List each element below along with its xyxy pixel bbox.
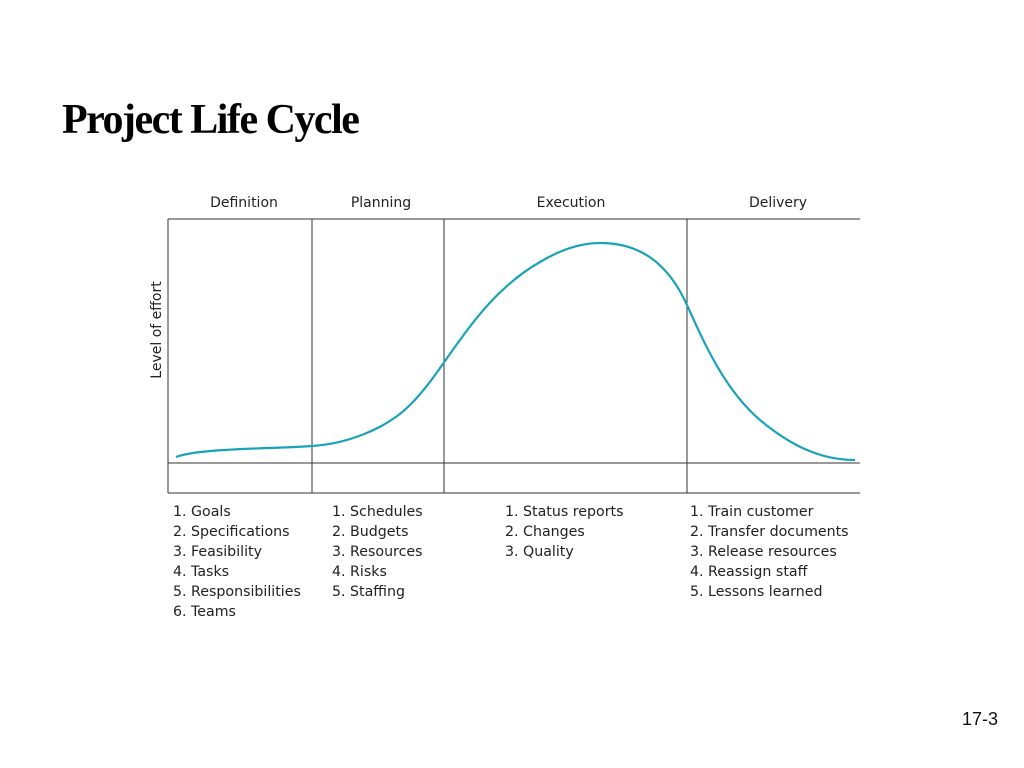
phase-header-delivery: Delivery [749,195,807,211]
task-list-planning: 1. Schedules 2. Budgets 3. Resources 4. … [332,504,423,600]
task-item: 5. Responsibilities [173,584,301,600]
task-item: 3. Resources [332,544,423,560]
phase-header-definition: Definition [210,195,278,211]
effort-curve [175,241,856,462]
task-list-execution: 1. Status reports 2. Changes 3. Quality [505,504,624,560]
task-item: 1. Status reports [505,504,624,520]
task-item: 4. Risks [332,564,387,580]
slide-title: Project Life Cycle [62,97,360,143]
slide-number: 17-3 [961,709,998,729]
task-item: 2. Transfer documents [690,524,849,540]
task-item: 5. Lessons learned [690,584,822,600]
task-item: 2. Budgets [332,524,408,540]
task-item: 3. Release resources [690,544,837,560]
task-item: 5. Staffing [332,584,405,600]
phase-header-execution: Execution [537,195,606,211]
task-item: 6. Teams [173,604,236,620]
task-item: 1. Train customer [690,504,814,520]
phase-header-planning: Planning [351,195,411,211]
task-item: 3. Quality [505,544,574,560]
task-item: 2. Specifications [173,524,290,540]
task-item: 3. Feasibility [173,544,262,560]
task-item: 1. Schedules [332,504,423,520]
y-axis-label: Level of effort [149,281,165,379]
task-list-delivery: 1. Train customer 2. Transfer documents … [690,504,849,600]
task-item: 1. Goals [173,504,231,520]
task-item: 4. Reassign staff [690,564,809,580]
task-item: 4. Tasks [173,564,229,580]
task-list-definition: 1. Goals 2. Specifications 3. Feasibilit… [173,504,301,620]
task-item: 2. Changes [505,524,585,540]
